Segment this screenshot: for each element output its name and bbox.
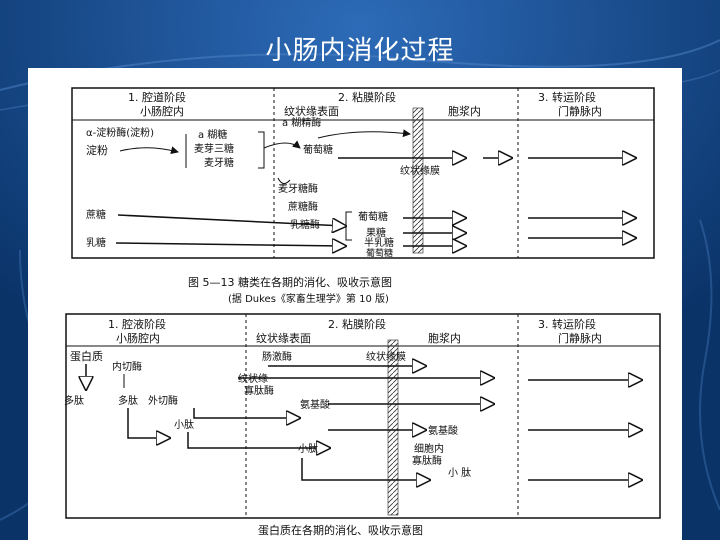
brush-border-bar xyxy=(412,107,424,254)
sucrase-label: 蔗糖酶 xyxy=(288,200,318,213)
lactose-label: 乳糖 xyxy=(86,236,106,249)
small-peptide1-label: 小肽 xyxy=(174,418,194,431)
stage1-title: 1. 腔道阶段 xyxy=(128,90,186,104)
endopeptidase-label: 内切酶 xyxy=(112,360,142,373)
exopeptidase-label: 外切酶 xyxy=(148,394,178,407)
lactase-label: 乳糖酶 xyxy=(290,218,320,231)
glucose-label: 葡萄糖 xyxy=(358,210,388,223)
stage2-title: 2. 粘膜阶段 xyxy=(338,90,396,104)
protein-caption: 蛋白质在各期的消化、吸收示意图 xyxy=(258,523,423,537)
p-stage1-title: 1. 腔液阶段 xyxy=(108,317,166,331)
p-stage2-title: 2. 粘膜阶段 xyxy=(328,317,386,331)
brush-membrane-label: 纹状缘膜 xyxy=(400,164,440,177)
enterokinase-label: 肠激酶 xyxy=(262,350,292,363)
stage3-title: 3. 转运阶段 xyxy=(538,90,596,104)
small-peptide2-label: 小肽 xyxy=(298,442,318,455)
protein-diagram: 1. 腔液阶段 小肠腔内 2. 粘膜阶段 纹状缘表面 胞浆内 3. 转运阶段 门… xyxy=(64,313,661,537)
maltase-label: 麦牙糖酶 xyxy=(278,182,318,195)
digestion-diagrams: 1. 腔道阶段 小肠腔内 2. 粘膜阶段 纹状缘表面 胞浆内 3. 转运阶段 门… xyxy=(64,87,661,537)
caption-2: (据 Dukes《家畜生理学》第 10 版) xyxy=(228,292,389,305)
maltose-label: 麦牙糖 xyxy=(204,156,234,169)
brush-peptidase-label-b: 寡肽酶 xyxy=(244,384,274,397)
p-brush-membrane-label: 纹状缘膜 xyxy=(366,350,406,363)
protein-label: 蛋白质 xyxy=(70,349,103,363)
galactose-label: 半乳糖 xyxy=(364,236,394,249)
polypeptide2-label: 多肽 xyxy=(118,394,138,407)
stage3-place: 门静脉内 xyxy=(558,104,602,118)
polypeptide1-label: 多肽 xyxy=(64,394,84,407)
stage1-place: 小肠腔内 xyxy=(140,104,184,118)
starch-label: 淀粉 xyxy=(86,143,108,157)
stage2-place-surface: 纹状缘表面 xyxy=(284,104,339,118)
brush-border-bar-2 xyxy=(387,339,399,516)
glucose2-label: 葡萄糖 xyxy=(366,247,393,259)
p-stage3-title: 3. 转运阶段 xyxy=(538,317,596,331)
p-stage2-place-surface: 纹状缘表面 xyxy=(256,331,311,345)
diagram-panel: 1. 腔道阶段 小肠腔内 2. 粘膜阶段 纹状缘表面 胞浆内 3. 转运阶段 门… xyxy=(28,68,682,540)
maltotriose-label: 麦芽三糖 xyxy=(194,142,234,155)
caption-1: 图 5—13 糖类在各期的消化、吸收示意图 xyxy=(188,275,392,289)
dextrinase-label: a 糊精酶 xyxy=(282,116,321,129)
carbohydrate-diagram: 1. 腔道阶段 小肠腔内 2. 粘膜阶段 纹状缘表面 胞浆内 3. 转运阶段 门… xyxy=(71,87,655,305)
stage2-place-cytoplasm: 胞浆内 xyxy=(448,104,481,118)
p-stage2-place-cytoplasm: 胞浆内 xyxy=(428,331,461,345)
amino-acid2-label: 氨基酸 xyxy=(428,424,458,437)
amylase-label: α-淀粉酶(淀粉) xyxy=(86,126,154,139)
p-stage3-place: 门静脉内 xyxy=(558,331,602,345)
small-peptide3-label: 小 肽 xyxy=(448,466,471,479)
p-stage1-place: 小肠腔内 xyxy=(116,331,160,345)
cytoplasm-label-b: 寡肽酶 xyxy=(412,454,442,467)
sucrose-label: 蔗糖 xyxy=(86,208,106,221)
cytoplasm-label-a: 细胞内 xyxy=(414,442,444,455)
glucose-top-label: 葡萄糖 xyxy=(303,143,333,156)
slide-title: 小肠内消化过程 xyxy=(265,36,455,66)
fructose-label: 果糖 xyxy=(366,226,386,239)
amino-acid1-label: 氨基酸 xyxy=(300,398,330,411)
a-dextrin-label: a 糊糖 xyxy=(198,128,227,141)
